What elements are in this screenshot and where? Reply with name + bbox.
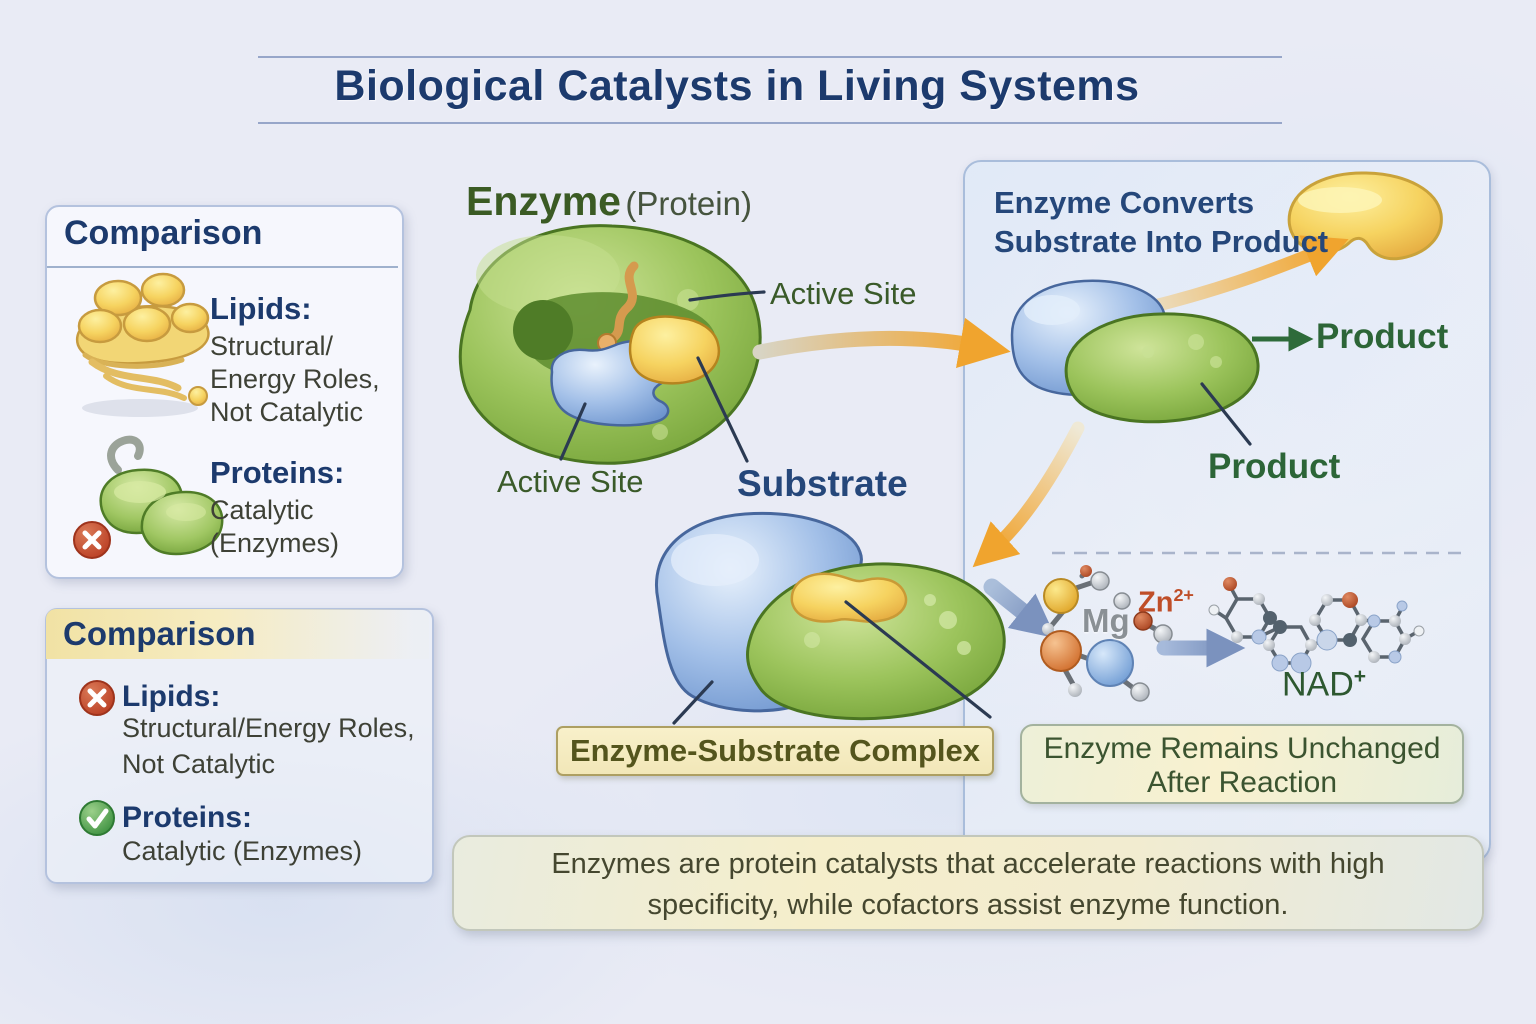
- enzyme-title: Enzyme (Protein): [466, 178, 752, 225]
- lipids-desc-line1: Structural/Energy Roles,: [122, 713, 415, 743]
- lipids-label: Lipids:: [122, 680, 221, 713]
- enzyme-substrate-complex-illustration: [655, 511, 1006, 721]
- lipids-desc-line2: Energy Roles,: [210, 364, 380, 394]
- nad-charge: +: [1353, 665, 1367, 688]
- unchanged-line2: After Reaction: [1146, 766, 1338, 799]
- substrate-label: Substrate: [737, 463, 908, 504]
- lipids-desc-line2: Not Catalytic: [122, 749, 276, 779]
- enzyme-illustration: [458, 224, 762, 465]
- substrate-leader: [696, 356, 749, 463]
- nad-label: NAD+: [1282, 665, 1367, 704]
- panel-heading-line2: Substrate Into Product: [994, 224, 1329, 259]
- product-label-arrow: Product: [1316, 317, 1449, 356]
- lipids-label: Lipids:: [210, 291, 312, 326]
- footnote-line1: Enzymes are protein catalysts that accel…: [551, 848, 1385, 880]
- active-site-top-leader: [688, 290, 766, 302]
- comparison-card-bottom-header-strip: [46, 609, 429, 659]
- title-rule-top: [258, 56, 1282, 58]
- proteins-label: Proteins:: [122, 801, 253, 834]
- page-title: Biological Catalysts in Living Systems: [334, 62, 1140, 110]
- lipids-desc-line3: Not Catalytic: [210, 397, 364, 427]
- footnote-box: Enzymes are protein catalysts that accel…: [452, 835, 1484, 931]
- product-label-leader: Product: [1208, 447, 1341, 486]
- comparison-top-header: Comparison: [64, 214, 263, 252]
- active-site-label-top: Active Site: [770, 276, 917, 311]
- comparison-bottom-header: Comparison: [63, 615, 256, 652]
- lipids-desc-line1: Structural/: [210, 331, 334, 361]
- title-rule-bottom: [258, 122, 1282, 124]
- proteins-desc-line1: Catalytic (Enzymes): [122, 836, 363, 866]
- active-site-label-bottom: Active Site: [497, 464, 644, 499]
- panel-heading-line1: Enzyme Converts: [994, 185, 1255, 220]
- zn-charge: 2+: [1173, 585, 1194, 605]
- enzyme-title-paren: (Protein): [625, 185, 752, 222]
- enzyme-title-main: Enzyme: [466, 178, 621, 224]
- unchanged-line1: Enzyme Remains Unchanged: [1043, 732, 1441, 765]
- proteins-desc-line2: (Enzymes): [210, 528, 340, 558]
- footnote-line2: specificity, while cofactors assist enzy…: [647, 889, 1289, 921]
- leader-lines-es-complex: [672, 600, 992, 725]
- active-site-bottom-leader: [559, 402, 587, 461]
- unchanged-box: Enzyme Remains Unchanged After Reaction: [1020, 724, 1464, 804]
- es-complex-label: Enzyme-Substrate Complex: [570, 733, 980, 768]
- comparison-card-top-divider: [47, 266, 398, 268]
- proteins-label: Proteins:: [210, 455, 345, 490]
- proteins-desc-line1: Catalytic: [210, 495, 314, 525]
- mg-label: Mg: [1082, 602, 1130, 639]
- es-complex-label-box: Enzyme-Substrate Complex: [556, 726, 994, 776]
- reaction-arrow-right: [752, 317, 1011, 368]
- leader-lines-enzyme: [559, 290, 766, 463]
- zn-label: Zn2+: [1138, 585, 1194, 619]
